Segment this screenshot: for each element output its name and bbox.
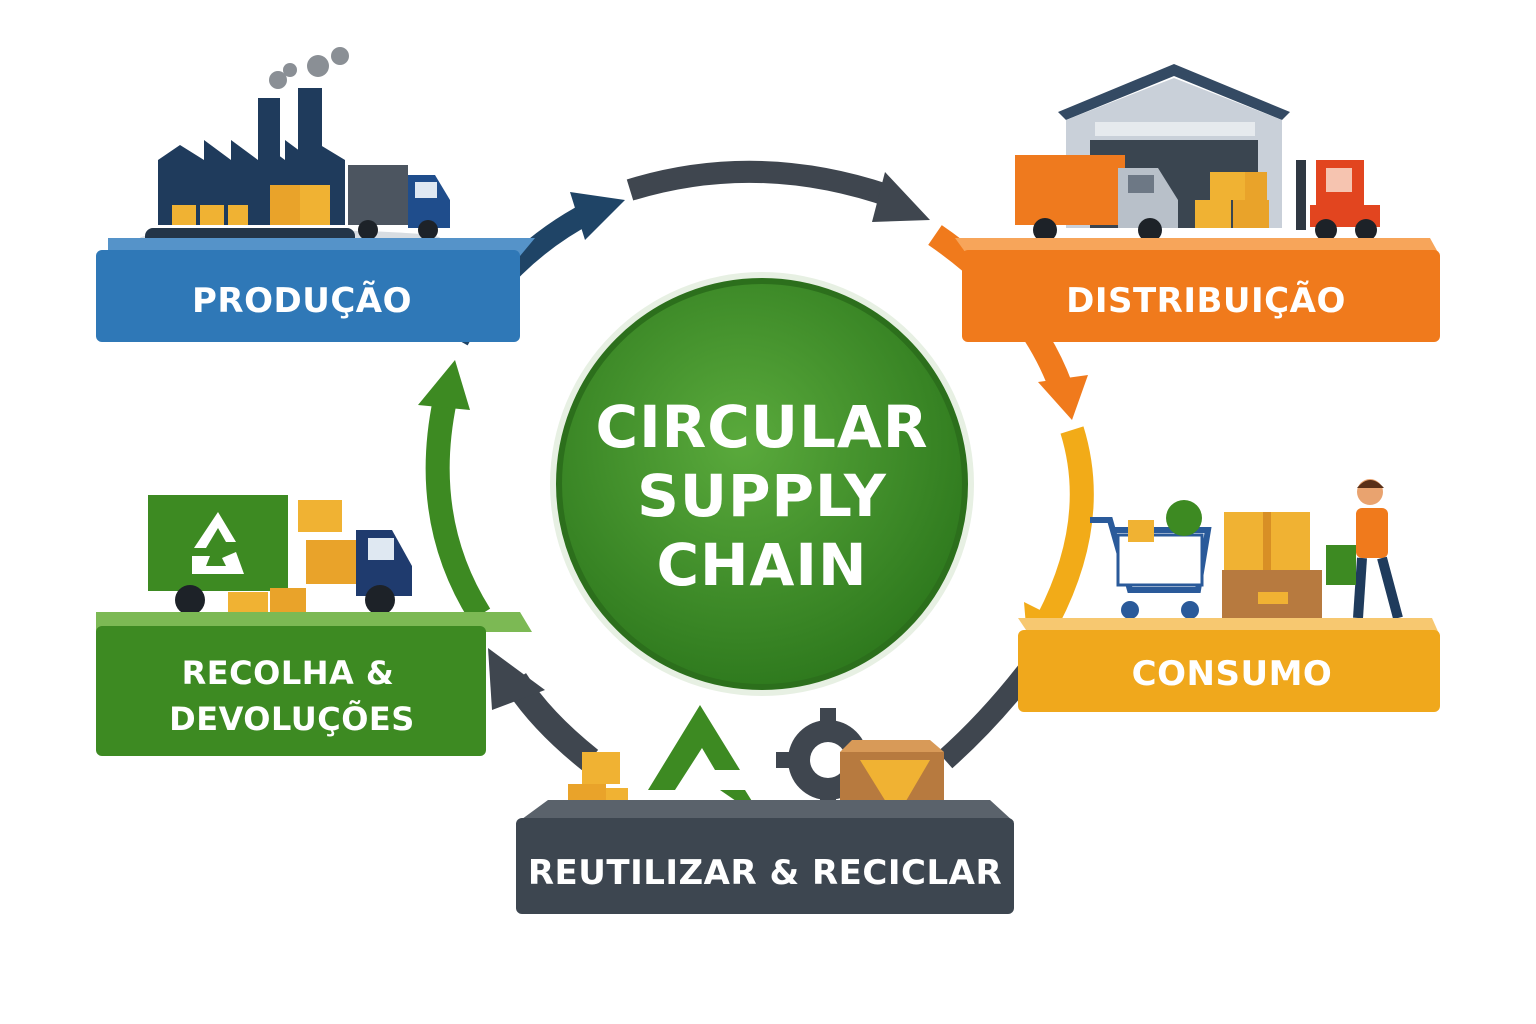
center-title-line3: CHAIN xyxy=(656,531,867,599)
stage-recolha: RECOLHA & DEVOLUÇÕES xyxy=(96,495,532,756)
recycling-truck-icon xyxy=(148,495,412,622)
arrow-gray-left-head xyxy=(488,648,545,710)
recolha-label-line1: RECOLHA & xyxy=(182,654,395,692)
consumo-label: CONSUMO xyxy=(1132,654,1333,694)
arrow-green-head xyxy=(418,360,470,410)
arrow-gray-bottom xyxy=(937,661,1039,769)
stage-distribuicao: DISTRIBUIÇÃO xyxy=(955,64,1440,342)
distribuicao-label: DISTRIBUIÇÃO xyxy=(1066,280,1346,321)
recolha-label-line2: DEVOLUÇÕES xyxy=(169,699,415,738)
shopper-icon xyxy=(1326,479,1403,620)
boxes-icon xyxy=(1222,512,1322,622)
arrow-green xyxy=(425,397,491,622)
center-title-line1: CIRCULAR xyxy=(596,393,929,461)
reutilizar-label: REUTILIZAR & RECICLAR xyxy=(528,853,1002,893)
truck-recycle-icon xyxy=(192,512,244,574)
producao-label: PRODUÇÃO xyxy=(192,280,412,321)
stage-consumo: CONSUMO xyxy=(1018,479,1440,712)
arrow-gray-top xyxy=(626,160,899,209)
stage-reutilizar: REUTILIZAR & RECICLAR xyxy=(516,705,1014,914)
stage-producao: PRODUÇÃO xyxy=(96,47,535,342)
arrow-gray-top-head xyxy=(872,172,930,222)
factory-icon xyxy=(140,47,450,246)
warehouse-icon xyxy=(1015,64,1380,242)
arrow-orange-head xyxy=(1038,375,1088,420)
arrow-navy-head xyxy=(570,192,625,240)
center-title-line2: SUPPLY xyxy=(637,462,887,530)
arrow-yellow xyxy=(1037,426,1094,626)
shopping-cart-icon xyxy=(1090,500,1212,619)
center-circle: CIRCULAR SUPPLY CHAIN xyxy=(550,272,974,696)
